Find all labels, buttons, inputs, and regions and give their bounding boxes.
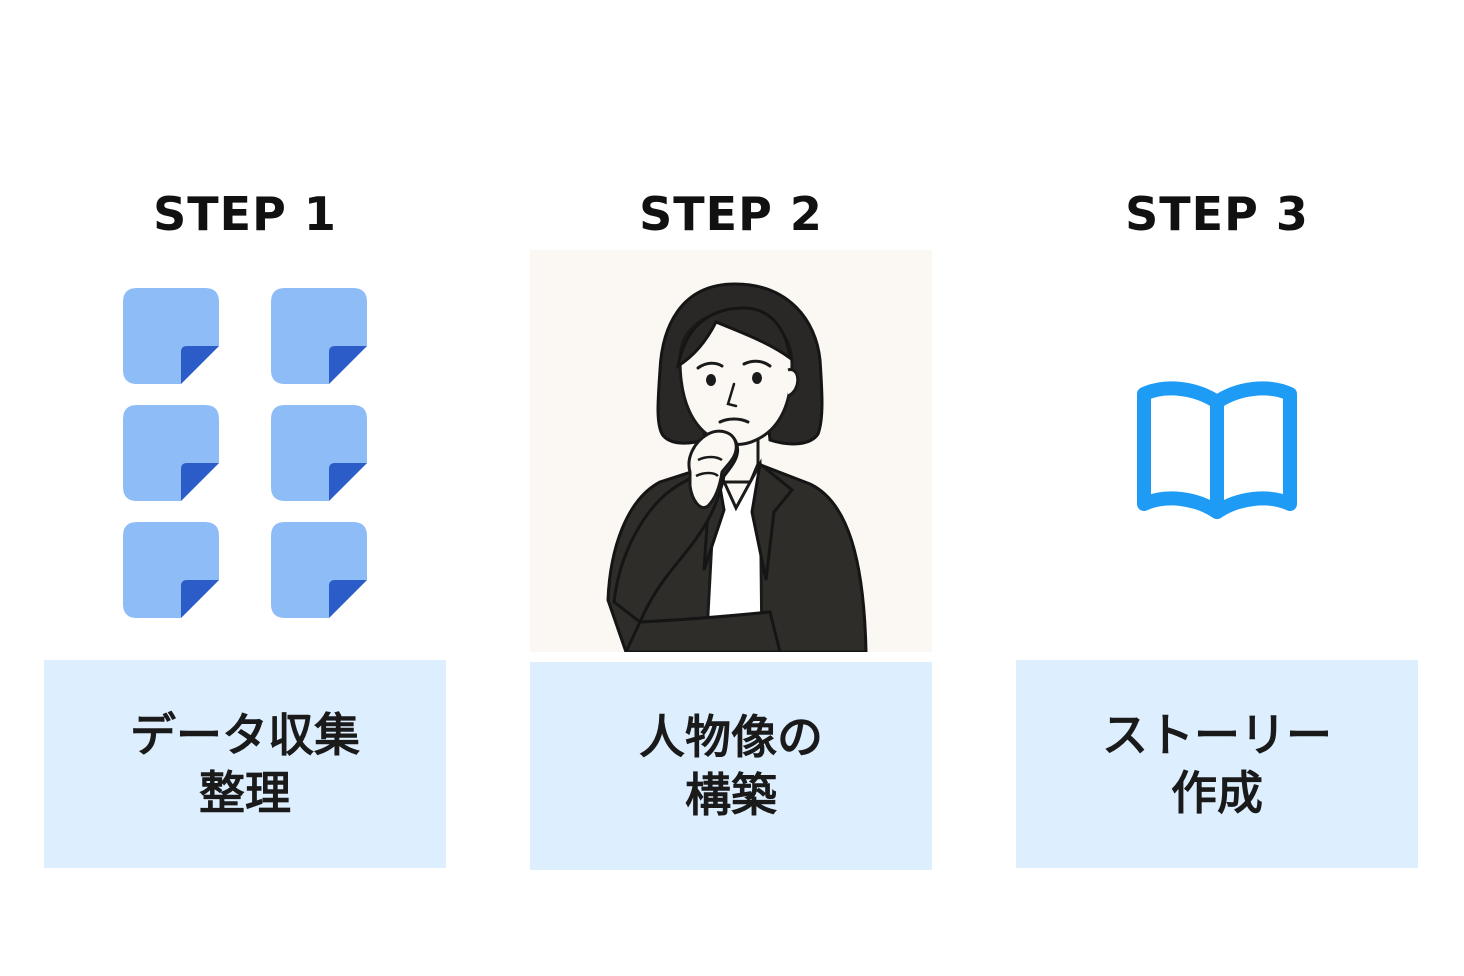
sticky-note-fold <box>329 346 367 384</box>
step-1-label-box: データ収集 整理 <box>44 660 446 868</box>
step-3-label-line-2: 作成 <box>1171 766 1263 820</box>
step-2-column: STEP 2 <box>530 0 932 976</box>
sticky-note <box>123 288 219 384</box>
sticky-note <box>123 522 219 618</box>
step-2-label-box: 人物像の 構築 <box>530 662 932 870</box>
sticky-note-fold <box>181 580 219 618</box>
sticky-note <box>123 405 219 501</box>
step-3-label-box: ストーリー 作成 <box>1016 660 1418 868</box>
step-2-label-line-2: 構築 <box>685 768 777 822</box>
step-3-label-line-1: ストーリー <box>1102 708 1332 762</box>
step-3-column: STEP 3 ストーリー 作成 <box>1016 0 1418 976</box>
step-2-label-line-1: 人物像の <box>639 710 823 764</box>
step-3-title: STEP 3 <box>1125 187 1309 241</box>
sticky-note-fold <box>329 580 367 618</box>
sticky-note <box>271 288 367 384</box>
step-1-title: STEP 1 <box>153 187 337 241</box>
sticky-note-fold <box>181 346 219 384</box>
sticky-note <box>271 522 367 618</box>
step-2-title: STEP 2 <box>639 187 823 241</box>
open-book-icon <box>1016 250 1418 652</box>
sticky-note-fold <box>329 463 367 501</box>
sticky-notes-icon <box>44 250 446 652</box>
sticky-note <box>271 405 367 501</box>
step-1-label-line-1: データ収集 <box>130 708 360 762</box>
step-1-label-line-2: 整理 <box>199 766 291 820</box>
sticky-note-fold <box>181 463 219 501</box>
step-1-column: STEP 1 データ収集 整理 <box>44 0 446 976</box>
thinking-woman-illustration <box>530 250 932 652</box>
